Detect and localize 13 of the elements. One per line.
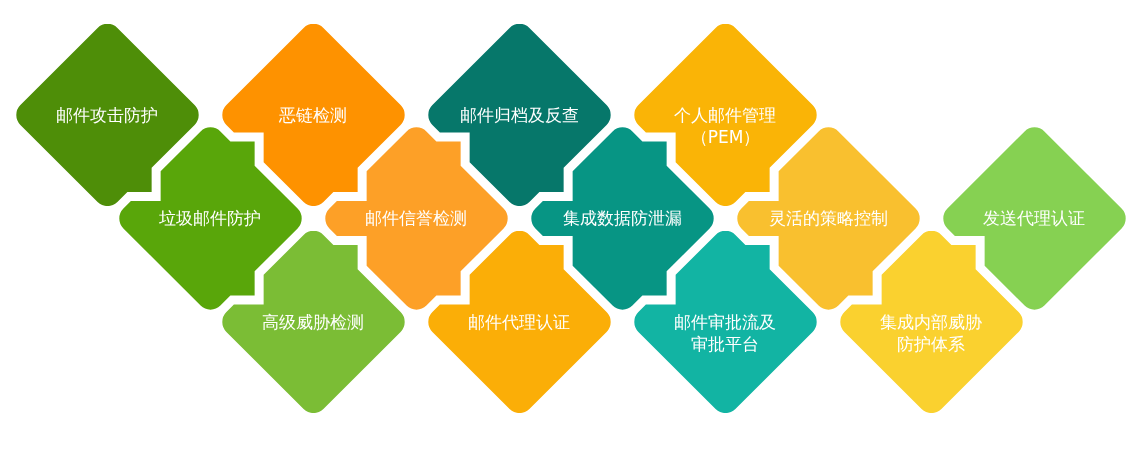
tile-label: 邮件信誉检测: [364, 207, 469, 230]
tile-label: 集成内部威胁防护体系: [879, 311, 984, 355]
tile-label: 邮件代理认证: [467, 311, 572, 333]
tile-label: 集成数据防泄漏: [562, 207, 683, 230]
tile-label: 邮件审批流及审批平台: [673, 311, 778, 355]
tile-label: 垃圾邮件防护: [158, 207, 263, 230]
tile-label: 个人邮件管理（PEM）: [673, 104, 778, 148]
tile-label: 高级威胁检测: [261, 311, 366, 333]
tile-label: 邮件攻击防护: [55, 104, 160, 126]
tile-label: 发送代理认证: [982, 207, 1087, 230]
tile-label: 恶链检测: [278, 104, 349, 126]
tile-label: 灵活的策略控制: [768, 207, 889, 230]
tile-label: 邮件归档及反查: [459, 104, 580, 126]
